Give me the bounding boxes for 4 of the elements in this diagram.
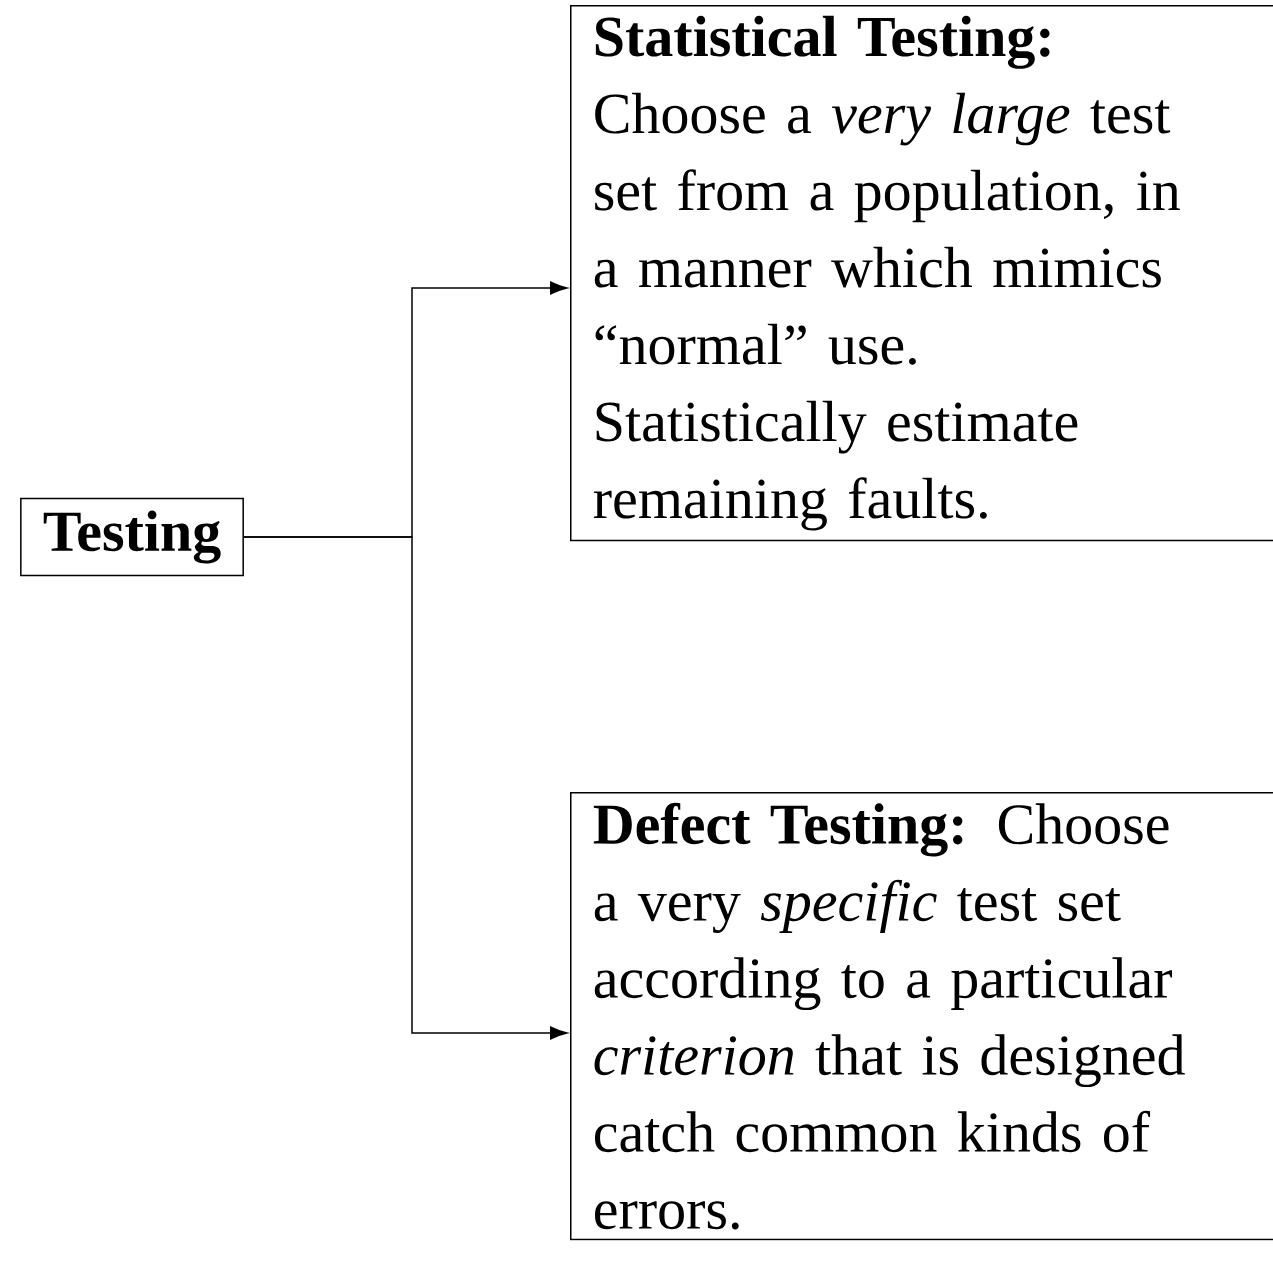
arrow	[243, 536, 568, 1040]
description-box: Defect Testing: Choose a very specific test set according to a particular criterion that is designed catch common kinds of errors.	[570, 792, 1273, 1241]
testing-box: Testing	[20, 497, 244, 577]
description-box: Statistical Testing: Choose a very large test set from a population, in a manner which mimics “normal” use. Statistically estimate remaining faults.	[570, 5, 1273, 542]
